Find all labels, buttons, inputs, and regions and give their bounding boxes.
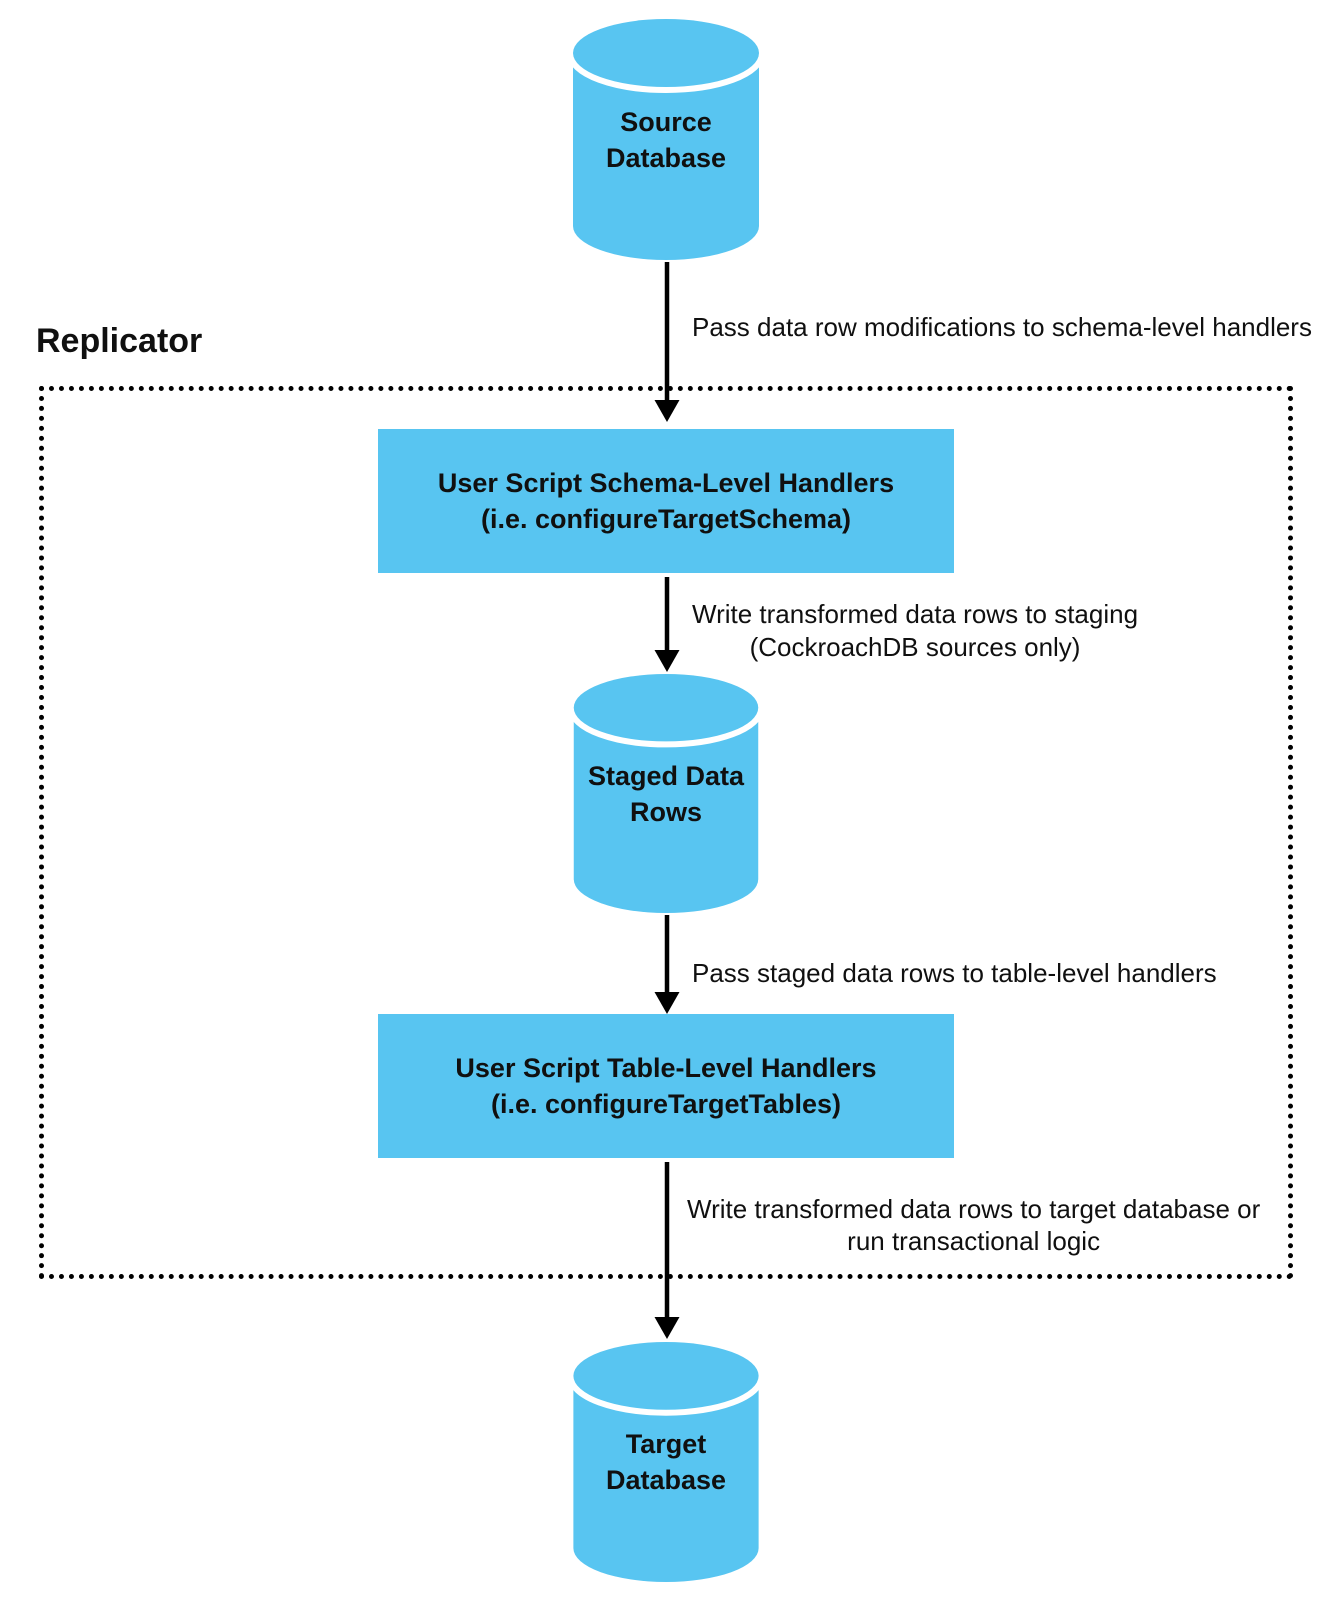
source-database-node: Source Database [571, 17, 761, 262]
database-cylinder-icon [571, 673, 761, 914]
edge-schema-to-staged-label: Write transformed data rows to staging (… [692, 599, 1139, 662]
edge-source-to-schema-label: Pass data row modifications to schema-le… [692, 312, 1312, 342]
edge-staged-to-table-label: Pass staged data rows to table-level han… [692, 958, 1217, 988]
schema-handlers-label: User Script Schema-Level Handlers (i.e. … [437, 468, 895, 534]
staged-data-rows-node: Staged Data Rows [571, 672, 761, 915]
database-cylinder-icon [571, 1341, 761, 1583]
target-database-label: Target Database [605, 1429, 727, 1495]
edge-table-to-target-label: Write transformed data rows to target da… [687, 1194, 1261, 1256]
table-handlers-label: User Script Table-Level Handlers (i.e. c… [455, 1053, 877, 1119]
schema-handlers-node: User Script Schema-Level Handlers (i.e. … [378, 429, 954, 573]
edge-table-to-target-arrow [652, 1162, 682, 1339]
staged-data-rows-label: Staged Data Rows [587, 760, 745, 827]
source-database-label: Source Database [605, 106, 727, 173]
database-cylinder-icon [571, 19, 761, 260]
table-handlers-node: User Script Table-Level Handlers (i.e. c… [378, 1014, 954, 1158]
replicator-group-label: Replicator [36, 322, 203, 360]
edge-staged-to-table-arrow [652, 915, 682, 1014]
edge-schema-to-staged-arrow [652, 577, 682, 672]
edge-source-to-schema-arrow [652, 262, 682, 422]
target-database-node: Target Database [571, 1340, 761, 1584]
